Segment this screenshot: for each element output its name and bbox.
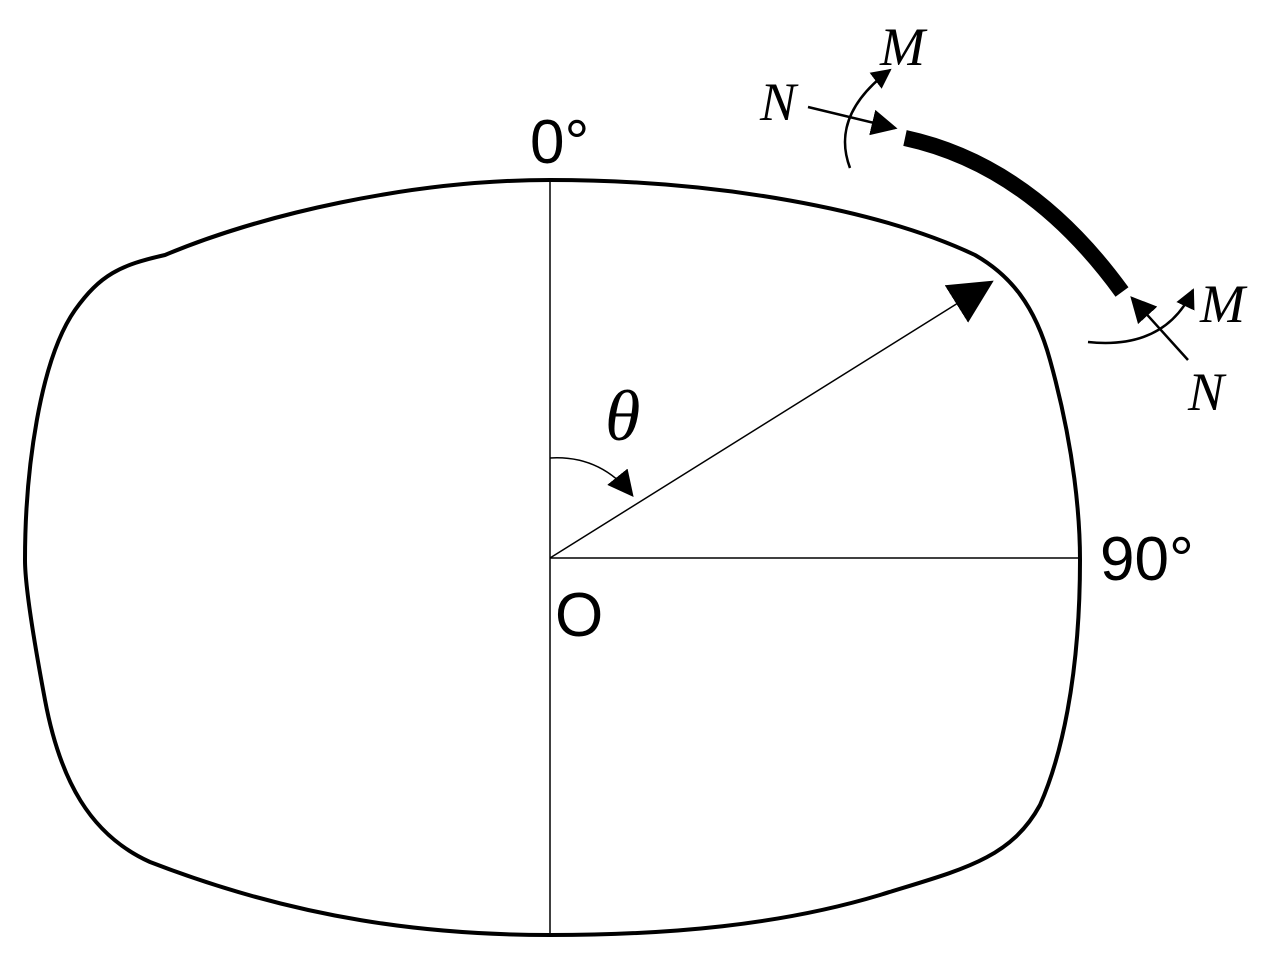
radius-arrow [549, 280, 994, 559]
theta-label: θ [605, 376, 640, 456]
lower-moment-arc [1087, 288, 1195, 345]
lower-moment-label: M [1199, 274, 1248, 334]
upper-moment-label: M [879, 17, 928, 77]
upper-normal-label: N [759, 72, 799, 132]
lower-normal-label: N [1187, 362, 1227, 422]
lining-segment [903, 130, 1129, 297]
upper-normal-force-arrow [807, 105, 898, 136]
upper-moment-arc [843, 68, 892, 169]
theta-angle-arc [549, 457, 634, 498]
origin-label: O [555, 581, 603, 650]
right-angle-label: 90° [1100, 525, 1194, 594]
top-angle-label: 0° [530, 108, 589, 177]
